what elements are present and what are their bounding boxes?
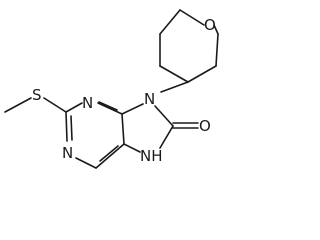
atom-nh7: NH: [140, 147, 163, 165]
bond-pyran-c-left-top: [159, 9, 181, 35]
bond-n3-c2: [65, 102, 83, 113]
bond-n1-c6: [75, 157, 97, 169]
atom-n3: N: [82, 94, 93, 112]
bond-pyran-o-c-left: [179, 9, 205, 26]
bond-c4-n9: [121, 103, 144, 115]
bond-c6-c5-inner: [99, 145, 119, 162]
atom-n9: N: [144, 90, 155, 108]
bond-c8-nh7: [159, 125, 174, 149]
atom-o-carbonyl: O: [199, 117, 211, 135]
bond-c4-n3-inner: [98, 101, 118, 111]
bond-c2-s: [43, 97, 67, 113]
atom-n1: N: [62, 144, 73, 162]
bond-s-ch3: [4, 97, 32, 113]
bond-c2-n1-inner: [70, 115, 73, 141]
bond-n9-c8: [154, 105, 174, 127]
bond-c5-c4: [121, 113, 125, 145]
bond-pyran-n9: [160, 81, 189, 93]
bond-nh7-c5: [123, 143, 141, 153]
bond-pyran-c-right-bottom: [215, 33, 219, 67]
atom-o-pyran: O: [204, 16, 216, 34]
bond-c4-n3: [97, 102, 123, 115]
bond-pyran-c4-right: [187, 65, 217, 83]
bond-c2-n1: [65, 111, 68, 142]
chemical-structure-diagram: O N N N S O NH: [4, 9, 219, 169]
bond-pyran-c4-left: [159, 65, 189, 83]
bond-pyran-c-right-o: [213, 24, 219, 35]
atom-s: S: [32, 86, 42, 104]
bond-c6-c5: [95, 143, 125, 169]
